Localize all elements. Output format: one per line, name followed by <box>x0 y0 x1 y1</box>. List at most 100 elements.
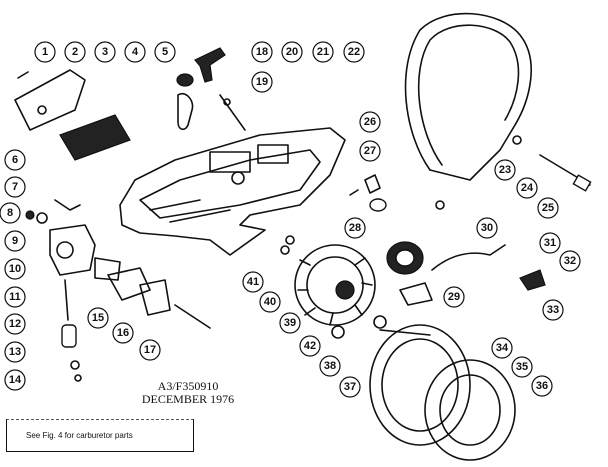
note-box-top-rule <box>6 419 194 420</box>
callout-11: 11 <box>4 286 26 308</box>
callout-25: 25 <box>537 197 559 219</box>
svg-text:37: 37 <box>344 381 356 393</box>
callout-15: 15 <box>87 307 109 329</box>
svg-text:23: 23 <box>499 164 511 176</box>
callout-5: 5 <box>154 41 176 63</box>
front-handle <box>404 12 592 210</box>
svg-text:39: 39 <box>284 317 296 329</box>
callout-1: 1 <box>34 41 56 63</box>
callout-39: 39 <box>279 312 301 334</box>
svg-text:11: 11 <box>9 291 21 303</box>
svg-text:31: 31 <box>544 237 556 249</box>
callout-26: 26 <box>359 111 381 133</box>
svg-text:36: 36 <box>536 380 548 392</box>
svg-text:14: 14 <box>9 374 22 386</box>
svg-text:22: 22 <box>348 46 360 58</box>
svg-text:25: 25 <box>542 202 554 214</box>
svg-text:15: 15 <box>92 312 104 324</box>
callout-20: 20 <box>281 41 303 63</box>
callout-37: 37 <box>339 376 361 398</box>
svg-text:8: 8 <box>7 207 13 219</box>
svg-text:27: 27 <box>364 145 376 157</box>
callout-17: 17 <box>139 339 161 361</box>
reference-date: DECEMBER 1976 <box>141 392 235 406</box>
callout-35: 35 <box>511 356 533 378</box>
svg-text:7: 7 <box>12 181 18 193</box>
carburetor-note: See Fig. 4 for carburetor parts <box>26 431 133 440</box>
svg-text:13: 13 <box>9 346 21 358</box>
ignition-parts <box>280 174 546 306</box>
callout-10: 10 <box>4 258 26 280</box>
callout-13: 13 <box>4 341 26 363</box>
svg-text:9: 9 <box>12 235 18 247</box>
svg-text:2: 2 <box>72 46 78 58</box>
callout-6: 6 <box>4 149 26 171</box>
svg-text:18: 18 <box>256 46 268 58</box>
callout-41: 41 <box>242 271 264 293</box>
callout-4: 4 <box>124 41 146 63</box>
callout-7: 7 <box>4 176 26 198</box>
svg-text:32: 32 <box>564 255 576 267</box>
svg-text:33: 33 <box>547 304 559 316</box>
svg-text:5: 5 <box>162 46 168 58</box>
svg-text:6: 6 <box>12 154 18 166</box>
callout-22: 22 <box>343 41 365 63</box>
callout-19: 19 <box>251 71 273 93</box>
callout-3: 3 <box>94 41 116 63</box>
flywheel <box>285 235 376 339</box>
callout-42: 42 <box>299 335 321 357</box>
callout-18: 18 <box>251 41 273 63</box>
callout-27: 27 <box>359 140 381 162</box>
callout-9: 9 <box>4 230 26 252</box>
callouts: 1 2 3 4 5 18 20 21 22 19 6 7 8 9 10 11 1… <box>0 41 581 398</box>
svg-text:42: 42 <box>304 340 316 352</box>
callout-32: 32 <box>559 250 581 272</box>
carburetor-assembly <box>25 199 211 382</box>
callout-23: 23 <box>494 159 516 181</box>
callout-31: 31 <box>539 232 561 254</box>
svg-text:4: 4 <box>132 46 139 58</box>
callout-29: 29 <box>443 286 465 308</box>
svg-text:28: 28 <box>349 222 361 234</box>
starter-parts <box>369 315 516 461</box>
svg-text:21: 21 <box>317 46 329 58</box>
svg-text:38: 38 <box>324 360 336 372</box>
callout-21: 21 <box>312 41 334 63</box>
callout-12: 12 <box>4 313 26 335</box>
svg-text:26: 26 <box>364 116 376 128</box>
callout-34: 34 <box>491 337 513 359</box>
svg-text:24: 24 <box>521 182 534 194</box>
svg-text:16: 16 <box>117 327 129 339</box>
callout-36: 36 <box>531 375 553 397</box>
callout-30: 30 <box>476 217 498 239</box>
callout-33: 33 <box>542 299 564 321</box>
svg-text:10: 10 <box>9 263 21 275</box>
cover-plate <box>14 69 131 161</box>
svg-text:19: 19 <box>256 76 268 88</box>
main-housing <box>119 127 346 256</box>
reference-code: A3/F350910 <box>157 379 219 393</box>
svg-text:29: 29 <box>448 291 460 303</box>
svg-text:30: 30 <box>481 222 493 234</box>
svg-text:12: 12 <box>9 318 21 330</box>
svg-text:17: 17 <box>144 344 156 356</box>
note-box <box>6 419 194 452</box>
callout-14: 14 <box>4 369 26 391</box>
callout-28: 28 <box>344 217 366 239</box>
svg-text:34: 34 <box>496 342 509 354</box>
svg-text:40: 40 <box>264 296 276 308</box>
callout-2: 2 <box>64 41 86 63</box>
callout-38: 38 <box>319 355 341 377</box>
callout-16: 16 <box>112 322 134 344</box>
callout-8: 8 <box>0 202 21 224</box>
svg-text:35: 35 <box>516 361 528 373</box>
svg-text:1: 1 <box>42 46 48 58</box>
reference-block: A3/F350910 DECEMBER 1976 <box>128 380 248 406</box>
callout-40: 40 <box>259 291 281 313</box>
svg-text:41: 41 <box>247 276 259 288</box>
svg-text:20: 20 <box>286 46 298 58</box>
svg-text:3: 3 <box>102 46 108 58</box>
throttle-parts <box>176 47 246 131</box>
callout-24: 24 <box>516 177 538 199</box>
